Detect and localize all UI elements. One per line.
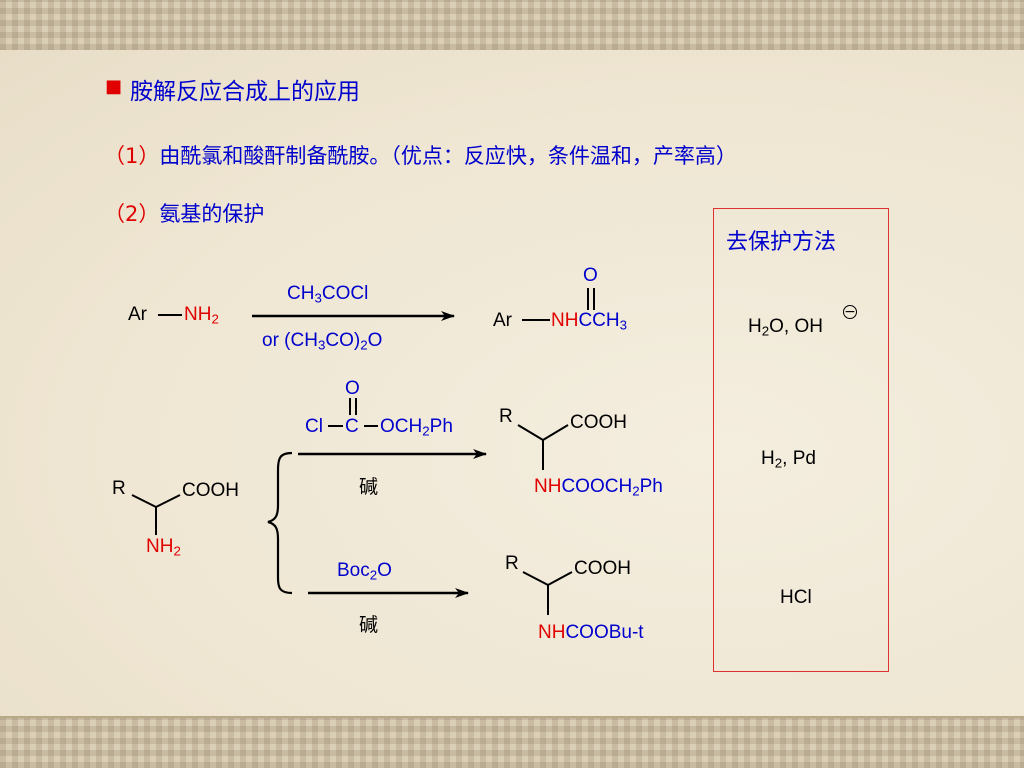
cbz-c: C bbox=[345, 416, 359, 437]
border-divider-bottom bbox=[0, 716, 1024, 718]
r1-reagent-acetyl-chloride: CH3COCl bbox=[287, 283, 369, 306]
pa-cooh: COOH bbox=[570, 412, 627, 433]
bond-pa-r-ca bbox=[517, 424, 544, 441]
point-2-text: 氨基的保护 bbox=[159, 202, 265, 226]
cbz-ester: OCH2Ph bbox=[380, 416, 453, 439]
r1-product-acetamide: NHCCH3 bbox=[551, 310, 628, 333]
condition-base-b: 碱 bbox=[359, 614, 379, 636]
r1-product-ar: Ar bbox=[493, 310, 512, 331]
section-heading: 胺解反应合成上的应用 bbox=[130, 79, 360, 105]
point-1: （1）由酰氯和酸酐制备酰胺。（优点：反应快，条件温和，产率高） bbox=[104, 140, 737, 170]
r1-reactant-ar: Ar bbox=[128, 304, 147, 325]
r2-reactant-cooh: COOH bbox=[182, 480, 239, 501]
r1-reagent-acetic-anhydride: or (CH3CO)2O bbox=[262, 330, 383, 353]
r2-reactant-nh2: NH2 bbox=[146, 536, 181, 559]
pb-cooh: COOH bbox=[574, 558, 631, 579]
condition-base-a: 碱 bbox=[359, 476, 379, 498]
point-2-label: （2） bbox=[104, 202, 160, 226]
pb-boc-amine: NHCOOBu-t bbox=[538, 622, 644, 643]
deprotection-box bbox=[713, 208, 889, 672]
brace bbox=[267, 451, 293, 595]
decorative-border-bottom bbox=[0, 718, 1024, 768]
bond-ca-cooh bbox=[155, 494, 181, 508]
r1-reactant-nh2: NH2 bbox=[184, 304, 219, 327]
r1-product-carbonyl-o: O bbox=[583, 265, 598, 286]
r2-reactant-r: R bbox=[112, 478, 126, 499]
point-2: （2）氨基的保护 bbox=[104, 198, 264, 228]
negative-charge-icon: − bbox=[843, 304, 857, 320]
deprotection-method-3: HCl bbox=[780, 587, 812, 608]
cbz-cl: Cl bbox=[305, 416, 323, 437]
point-1-text: 由酰氯和酸酐制备酰胺。（优点：反应快，条件温和，产率高） bbox=[159, 144, 737, 168]
bond-pa-ca-cooh bbox=[542, 424, 569, 441]
decorative-border-top bbox=[0, 0, 1024, 50]
boc-anhydride: Boc2O bbox=[337, 560, 392, 583]
bullet-square-icon: ■ bbox=[105, 76, 123, 97]
bond-r-ca bbox=[131, 494, 157, 508]
point-1-label: （1） bbox=[104, 144, 160, 168]
bond-pb-r-ca bbox=[522, 571, 549, 586]
pa-r: R bbox=[499, 406, 513, 427]
cbz-carbonyl-o: O bbox=[345, 378, 360, 399]
deprotection-title: 去保护方法 bbox=[726, 230, 837, 255]
pb-r: R bbox=[505, 553, 519, 574]
bond-pb-ca-cooh bbox=[547, 571, 573, 586]
deprotection-method-1: H2O, OH bbox=[748, 316, 823, 339]
slide-background bbox=[0, 50, 1024, 718]
deprotection-method-2: H2, Pd bbox=[761, 448, 816, 471]
pa-cbz-amine: NHCOOCH2Ph bbox=[534, 476, 663, 499]
